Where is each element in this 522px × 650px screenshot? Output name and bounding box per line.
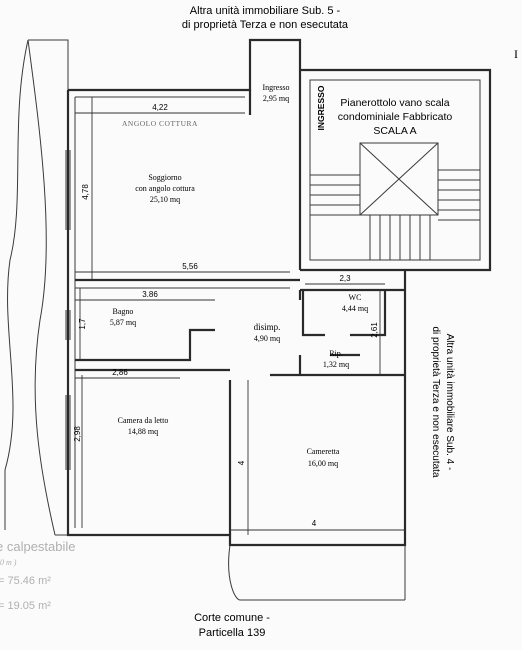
- cameretta-area: 16,00 mq: [308, 459, 338, 468]
- stair-block-wall: [300, 68, 492, 272]
- bagno-name: Bagno: [113, 307, 134, 316]
- wc-area: 4,44 mq: [342, 304, 368, 313]
- left-top-wing: [28, 39, 69, 90]
- soggiorno-name1: Soggiorno: [148, 173, 181, 182]
- right-note-line1: Altra unità immobiliare Sub. 4 -: [444, 334, 455, 471]
- cameretta-name: Cameretta: [307, 447, 340, 456]
- stair-line1: Pianerottolo vano scala: [340, 97, 449, 109]
- bagno-area: 5,87 mq: [110, 318, 136, 327]
- inner-wall-line: [74, 96, 245, 528]
- outer-wall: [66, 90, 407, 547]
- soggiorno-area: 25,10 mq: [150, 195, 180, 204]
- dim-23: 2,3: [339, 274, 351, 283]
- dim-478: 4,78: [81, 184, 90, 200]
- wall-wc-left: [301, 290, 325, 337]
- dim-17: 1,7: [78, 318, 87, 330]
- top-wall: [68, 38, 302, 270]
- dim-286: 2,86: [112, 368, 128, 377]
- left-note-small: 70 m ): [0, 558, 17, 567]
- ingresso-name: Ingresso: [262, 83, 289, 92]
- stair-well-cross-b: [359, 142, 439, 216]
- left-windows: [65, 150, 71, 470]
- right-note-line2: di proprietà Terza e non esecutata: [430, 326, 441, 477]
- left-curved-boundary: [4, 39, 29, 530]
- camera-name: Camera da letto: [118, 416, 169, 425]
- dim-386: 3.86: [142, 290, 158, 299]
- left-note-area2: = 19.05 m²: [0, 600, 51, 612]
- dim-4h: 4: [312, 519, 317, 528]
- rip-area: 1,32 mq: [323, 360, 349, 369]
- soggiorno-name2: con angolo cottura: [135, 184, 195, 193]
- stair-steps: [310, 169, 480, 260]
- dim-556: 5,56: [182, 262, 198, 271]
- dim-298: 2,98: [73, 426, 82, 442]
- angolo-cottura-label: ANGOLO COTTURA: [122, 119, 198, 128]
- wall-rip: [298, 353, 360, 375]
- rip-name: Rip.: [329, 349, 343, 358]
- ingresso-area: 2,95 mq: [263, 94, 289, 103]
- footer-line2: Particella 139: [199, 627, 266, 639]
- dim-4v: 4: [237, 460, 246, 465]
- dim-422: 4,22: [152, 103, 168, 112]
- camera-area: 14,88 mq: [128, 427, 158, 436]
- left-note-calpestabile: e calpestabile: [0, 539, 76, 554]
- header-line1: Altra unità immobiliare Sub. 5 -: [190, 5, 341, 17]
- footer-line1: Corte comune -: [194, 612, 270, 624]
- corte-curve: [228, 544, 405, 601]
- wc-name: WC: [349, 293, 362, 302]
- stair-line2: condominiale Fabbricato: [338, 111, 453, 123]
- left-inner-curve: [27, 39, 56, 536]
- left-note-area1: = 75.46 m²: [0, 575, 51, 587]
- dim-261: 2,61: [370, 322, 379, 338]
- wall-bagno-bottom: [75, 328, 215, 362]
- wall-wc-bottom: [350, 290, 387, 337]
- ingresso-vertical-label: INGRESSO: [316, 85, 326, 130]
- stair-well: [359, 142, 439, 216]
- stair-line3: SCALA A: [373, 125, 416, 137]
- disimpegno-name: disimp.: [254, 322, 281, 332]
- header-line2: di proprietà Terza e non esecutata: [182, 19, 349, 31]
- corner-mark: I: [514, 47, 518, 61]
- disimpegno-area: 4,90 mq: [254, 334, 280, 343]
